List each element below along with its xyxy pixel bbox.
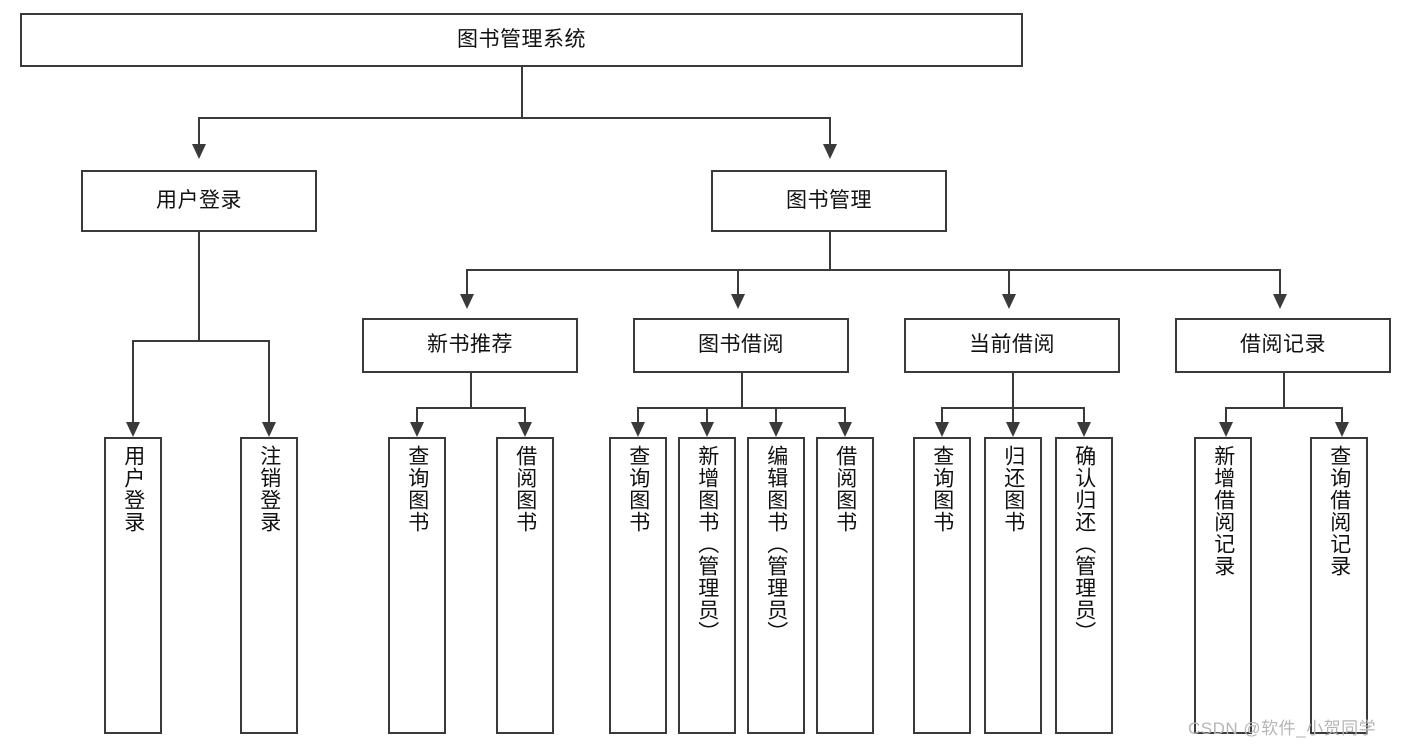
connector-borrow-record-drop-1	[1341, 407, 1343, 422]
node-label: 借阅图书	[513, 445, 537, 533]
node-label: 图书管理系统	[457, 27, 586, 51]
connector-user-login-drop-1	[268, 340, 270, 422]
arrowhead-level3-2	[1002, 294, 1016, 309]
connector-user-login-bus	[132, 340, 268, 342]
node-label: 借阅图书	[833, 445, 857, 533]
connector-current-borrow-drop-2	[1083, 407, 1085, 422]
leaf-confirm-return-admin[interactable]: 确认归还（管理员）	[1055, 437, 1113, 734]
arrowhead-borrow-record-0	[1219, 422, 1233, 437]
leaf-borrow-book-recommend[interactable]: 借阅图书	[496, 437, 554, 734]
leaf-query-borrow-record[interactable]: 查询借阅记录	[1310, 437, 1368, 734]
node-label: 新书推荐	[427, 333, 513, 357]
node-label: 新增图书（管理员）	[695, 445, 719, 643]
connector-borrow-record-drop-0	[1225, 407, 1227, 422]
arrowhead-level3-0	[460, 294, 474, 309]
arrowhead-level2-1	[823, 144, 837, 159]
node-label: 查询图书	[930, 445, 954, 533]
node-label: 查询借阅记录	[1327, 445, 1351, 577]
arrowhead-current-borrow-1	[1006, 422, 1020, 437]
arrowhead-new-book-0	[410, 422, 424, 437]
node-label: 当前借阅	[969, 333, 1055, 357]
node-label: 图书管理	[786, 188, 872, 212]
leaf-return-book[interactable]: 归还图书	[984, 437, 1042, 734]
node-label: 查询图书	[405, 445, 429, 533]
arrowhead-book-borrow-2	[769, 422, 783, 437]
node-label: 注销登录	[257, 445, 281, 533]
leaf-add-book-admin[interactable]: 新增图书（管理员）	[678, 437, 736, 734]
node-root-book-management-system[interactable]: 图书管理系统	[20, 13, 1023, 67]
arrowhead-current-borrow-0	[935, 422, 949, 437]
connector-borrow-record-stem	[1283, 373, 1285, 407]
connector-book-borrow-bus	[637, 407, 845, 409]
connector-level3-bus	[466, 269, 1279, 271]
watermark-text: CSDN @软件_小贺同学	[1188, 719, 1377, 738]
node-label: 确认归还（管理员）	[1072, 445, 1096, 643]
leaf-query-book-current[interactable]: 查询图书	[913, 437, 971, 734]
connector-book-borrow-drop-3	[844, 407, 846, 422]
node-label: 用户登录	[156, 188, 242, 212]
connector-borrow-record-bus	[1225, 407, 1341, 409]
connector-new-book-drop-1	[524, 407, 526, 422]
arrowhead-level3-1	[731, 294, 745, 309]
node-book-management[interactable]: 图书管理	[711, 170, 947, 232]
connector-book-borrow-drop-1	[706, 407, 708, 422]
arrowhead-current-borrow-2	[1077, 422, 1091, 437]
leaf-query-book-borrow[interactable]: 查询图书	[609, 437, 667, 734]
node-borrow-record[interactable]: 借阅记录	[1175, 318, 1391, 373]
arrowhead-borrow-record-1	[1335, 422, 1349, 437]
leaf-query-book-recommend[interactable]: 查询图书	[388, 437, 446, 734]
connector-book-management-stem	[829, 232, 831, 269]
connector-book-borrow-drop-2	[775, 407, 777, 422]
connector-level2-drop-0	[198, 117, 200, 144]
leaf-borrow-book[interactable]: 借阅图书	[816, 437, 874, 734]
connector-book-borrow-stem	[741, 373, 743, 407]
connector-user-login-stem	[198, 232, 200, 340]
connector-current-borrow-drop-1	[1012, 407, 1014, 422]
leaf-logout[interactable]: 注销登录	[240, 437, 298, 734]
connector-level3-drop-2	[1008, 269, 1010, 294]
connector-level3-drop-0	[466, 269, 468, 294]
arrowhead-user-login-1	[262, 422, 276, 437]
leaf-add-borrow-record[interactable]: 新增借阅记录	[1194, 437, 1252, 734]
connector-level3-drop-3	[1279, 269, 1281, 294]
node-label: 归还图书	[1001, 445, 1025, 533]
node-new-book-recommend[interactable]: 新书推荐	[362, 318, 578, 373]
arrowhead-level3-3	[1273, 294, 1287, 309]
connector-new-book-bus	[416, 407, 525, 409]
arrowhead-book-borrow-1	[700, 422, 714, 437]
connector-user-login-drop-0	[132, 340, 134, 422]
connector-level2-drop-1	[829, 117, 831, 144]
node-label: 查询图书	[626, 445, 650, 533]
connector-new-book-stem	[470, 373, 472, 407]
node-label: 编辑图书（管理员）	[764, 445, 788, 643]
arrowhead-level2-0	[192, 144, 206, 159]
connector-book-borrow-drop-0	[637, 407, 639, 422]
arrowhead-book-borrow-3	[838, 422, 852, 437]
node-label: 借阅记录	[1240, 333, 1326, 357]
arrowhead-user-login-0	[126, 422, 140, 437]
connector-current-borrow-stem	[1012, 373, 1014, 407]
leaf-user-login[interactable]: 用户登录	[104, 437, 162, 734]
connector-root-stem	[521, 67, 523, 117]
node-user-login[interactable]: 用户登录	[81, 170, 317, 232]
connector-current-borrow-drop-0	[941, 407, 943, 422]
leaf-edit-book-admin[interactable]: 编辑图书（管理员）	[747, 437, 805, 734]
node-current-borrow[interactable]: 当前借阅	[904, 318, 1120, 373]
connector-level3-drop-1	[737, 269, 739, 294]
node-book-borrow[interactable]: 图书借阅	[633, 318, 849, 373]
node-label: 用户登录	[121, 445, 145, 533]
arrowhead-book-borrow-0	[631, 422, 645, 437]
arrowhead-new-book-1	[518, 422, 532, 437]
node-label: 新增借阅记录	[1211, 445, 1235, 577]
connector-new-book-drop-0	[416, 407, 418, 422]
node-label: 图书借阅	[698, 333, 784, 357]
connector-level2-bus	[198, 117, 830, 119]
